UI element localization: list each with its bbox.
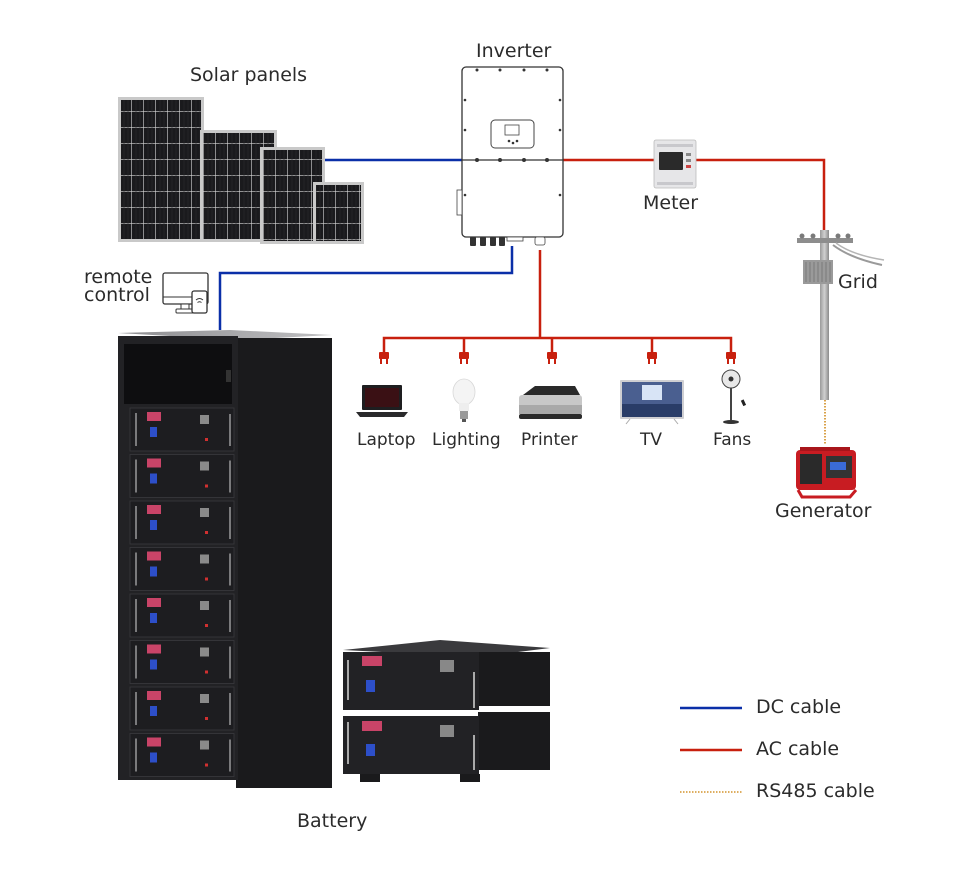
battery-terminal <box>147 598 161 607</box>
monitor-phone-icon <box>162 272 209 314</box>
battery-display <box>200 601 209 610</box>
solar-panel-small <box>260 147 325 244</box>
battery-display <box>200 461 209 471</box>
battery-stack-icon <box>343 640 550 782</box>
rack-battery-module <box>129 407 235 452</box>
battery-display <box>200 694 209 703</box>
solar-panel-large <box>118 97 204 242</box>
plug-icon <box>647 352 657 364</box>
plug-icon <box>547 352 557 364</box>
ac-cable-inverter-to-meter-to-grid <box>560 158 826 238</box>
utility-pole-icon <box>797 230 885 400</box>
battery-label: Battery <box>297 810 368 832</box>
plug-icon <box>379 352 389 364</box>
battery-display <box>200 647 209 657</box>
solar-panel-mini <box>313 182 364 244</box>
rack-battery-module <box>129 593 235 638</box>
inverter-label: Inverter <box>476 40 552 62</box>
light-bulb-icon <box>452 378 476 422</box>
generator-icon <box>796 447 858 499</box>
rack-battery-module <box>129 547 235 591</box>
printer-icon <box>519 386 582 419</box>
load-label-fans: Fans <box>713 430 752 450</box>
battery-display <box>200 554 209 564</box>
battery-terminal <box>147 458 161 468</box>
meter-label: Meter <box>643 192 699 214</box>
battery-terminal <box>147 412 161 421</box>
load-label-laptop: Laptop <box>357 430 416 450</box>
battery-terminal <box>147 737 161 747</box>
battery-breaker <box>150 659 157 670</box>
battery-breaker <box>150 427 157 437</box>
legend-label-dc: DC cable <box>756 696 842 718</box>
battery-terminal <box>147 505 161 514</box>
rack-battery-module <box>129 500 235 545</box>
laptop-icon <box>356 385 408 417</box>
tv-icon <box>620 380 684 425</box>
remote-control-label: remote control <box>84 266 153 306</box>
dc-cable-inverter-to-battery <box>218 246 514 330</box>
battery-terminal <box>147 644 161 654</box>
battery-terminal <box>147 551 161 561</box>
battery-breaker <box>150 566 157 577</box>
plug-icon <box>726 352 736 364</box>
battery-breaker <box>150 473 157 484</box>
rack-battery-module <box>129 686 235 731</box>
inverter-icon <box>456 66 564 246</box>
battery-breaker <box>150 613 157 623</box>
remote-control-label-line2: control <box>84 284 150 306</box>
battery-display <box>200 508 209 517</box>
fan-icon <box>721 369 747 424</box>
generator-label: Generator <box>775 500 872 522</box>
legend-swatch-ac <box>680 748 742 752</box>
battery-breaker <box>150 752 157 763</box>
load-label-tv: TV <box>640 430 663 450</box>
legend-label-rs485: RS485 cable <box>756 780 875 802</box>
load-label-printer: Printer <box>521 430 578 450</box>
rack-battery-modules <box>129 407 235 777</box>
solar-panels-label: Solar panels <box>190 64 308 86</box>
rack-battery-module <box>129 733 235 777</box>
plug-icons <box>379 352 736 364</box>
battery-breaker <box>150 520 157 530</box>
legend-swatch-dc <box>680 706 742 710</box>
legend-label-ac: AC cable <box>756 738 840 760</box>
plug-icon <box>459 352 469 364</box>
battery-terminal <box>147 691 161 700</box>
rack-battery-module <box>129 640 235 684</box>
energy-meter-icon <box>653 139 697 189</box>
load-label-lighting: Lighting <box>432 430 501 450</box>
legend-swatch-rs485 <box>680 791 742 793</box>
ac-cable-inverter-to-loads <box>382 250 733 352</box>
solar-panel-icon <box>118 97 364 244</box>
battery-display <box>200 740 209 750</box>
grid-label: Grid <box>838 271 878 293</box>
battery-display <box>200 415 209 424</box>
rack-battery-module <box>129 454 235 498</box>
battery-breaker <box>150 706 157 716</box>
remote-control-label-line1: remote <box>84 266 153 288</box>
